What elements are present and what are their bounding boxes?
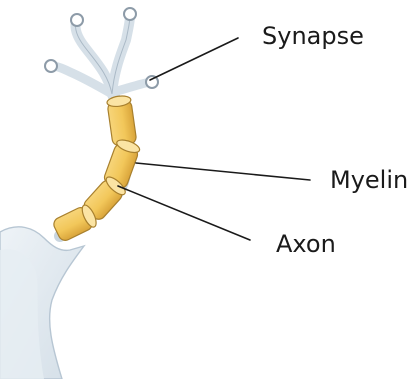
synaptic-knob xyxy=(71,14,83,26)
myelin-label: Myelin xyxy=(330,166,408,194)
synaptic-knob xyxy=(124,8,136,20)
myelin-leader-line xyxy=(136,163,310,180)
synapse-leader-line xyxy=(150,38,238,80)
axon-terminals xyxy=(52,16,150,94)
synapse-label: Synapse xyxy=(262,22,364,50)
myelin-segment xyxy=(106,95,137,147)
myelin-sheath xyxy=(52,95,142,243)
axon-leader-line xyxy=(118,186,250,240)
axon-label: Axon xyxy=(276,230,336,258)
synaptic-knob xyxy=(45,60,57,72)
